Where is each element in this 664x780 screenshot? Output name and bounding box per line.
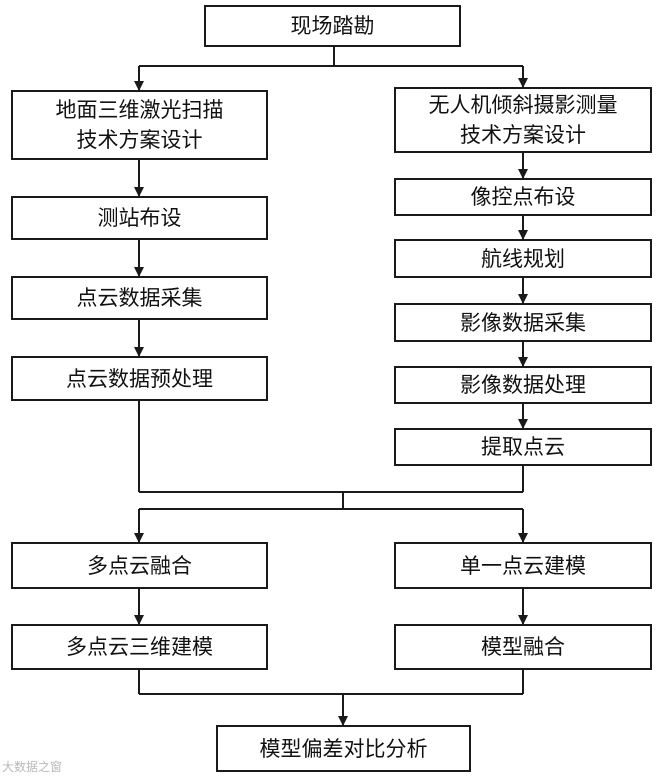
node-model-deviation-analysis: 模型偏差对比分析 — [216, 725, 471, 772]
node-station-layout: 测站布设 — [11, 196, 268, 240]
node-multi-pointcloud-fusion: 多点云融合 — [11, 542, 268, 589]
node-pointcloud-preprocess: 点云数据预处理 — [11, 356, 268, 401]
node-single-pointcloud-model: 单一点云建模 — [394, 542, 652, 589]
node-model-fusion: 模型融合 — [394, 624, 652, 670]
watermark: 大数据之窗 — [2, 760, 63, 774]
node-gcp-layout: 像控点布设 — [394, 178, 652, 216]
node-pointcloud-acquisition: 点云数据采集 — [11, 276, 268, 320]
node-image-acquisition: 影像数据采集 — [394, 303, 652, 342]
node-multi-pointcloud-3d-model: 多点云三维建模 — [11, 624, 268, 670]
node-laser-scan-design: 地面三维激光扫描 技术方案设计 — [11, 90, 268, 160]
node-image-processing: 影像数据处理 — [394, 366, 652, 404]
node-uav-oblique-design: 无人机倾斜摄影测量 技术方案设计 — [394, 87, 652, 153]
node-flight-planning: 航线规划 — [394, 239, 652, 278]
node-site-survey: 现场踏勘 — [204, 5, 461, 47]
node-extract-pointcloud: 提取点云 — [394, 428, 652, 466]
